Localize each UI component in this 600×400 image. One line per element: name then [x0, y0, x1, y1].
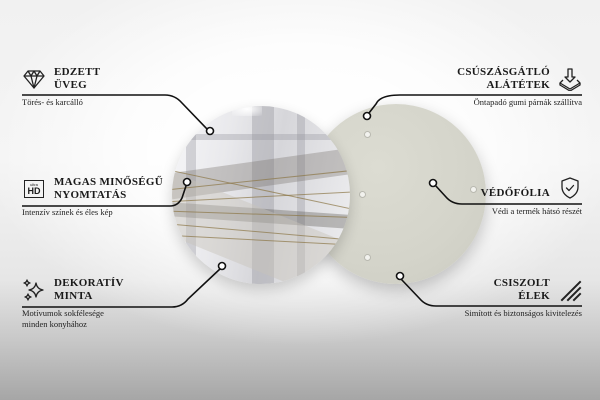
feature-title-line: DEKORATÍV: [54, 277, 124, 289]
feature-description: Simított és biztonságos kivitelezés: [397, 308, 582, 319]
glass-cutting-board-front: [172, 106, 350, 284]
glass-shine: [232, 106, 262, 116]
rubber-pad: [359, 191, 366, 198]
feature-title-line: MINTA: [54, 290, 93, 302]
feature-title-line: NYOMTATÁS: [54, 189, 127, 201]
feature-description-line: Intenzív színek és éles kép: [22, 207, 113, 217]
print-window-frame: [186, 106, 196, 284]
polished-edge-icon: [558, 278, 582, 302]
feature-description-line: Öntapadó gumi párnák szállítva: [473, 97, 582, 107]
feature-decorative-pattern: DEKORATÍV MINTA Motívumok sokfélesége mi…: [22, 277, 212, 330]
sparkles-icon: [22, 278, 46, 302]
shield-check-icon: [558, 176, 582, 200]
feature-description: Védi a termék hátsó részét: [397, 206, 582, 217]
feature-high-quality-print: ultra HD MAGAS MINŐSÉGŰ NYOMTATÁS Intenz…: [22, 176, 212, 218]
print-window-frame: [172, 134, 350, 140]
feature-description: Motívumok sokfélesége minden konyhához: [22, 308, 212, 330]
anti-slip-pad-icon: [558, 67, 582, 91]
feature-description-line: Törés- és karcálló: [22, 97, 83, 107]
ultra-hd-icon: ultra HD: [22, 177, 46, 201]
ultra-hd-icon-small-text: ultra: [30, 181, 38, 187]
feature-anti-slip-pads: CSÚSZÁSGÁTLÓ ALÁTÉTEK Öntapadó gumi párn…: [397, 66, 582, 108]
rubber-pad: [364, 254, 371, 261]
feature-title: DEKORATÍV MINTA: [54, 277, 124, 303]
feature-title-line: ÜVEG: [54, 79, 87, 91]
feature-title-line: ALÁTÉTEK: [486, 79, 550, 91]
feature-description-line: Motívumok sokfélesége: [22, 308, 104, 318]
ultra-hd-icon-large-text: HD: [27, 185, 41, 196]
feature-protective-film: VÉDŐFÓLIA Védi a termék hátsó részét: [397, 176, 582, 217]
feature-title-line: ÉLEK: [518, 290, 550, 302]
feature-tempered-glass: EDZETT ÜVEG Törés- és karcálló: [22, 66, 212, 108]
feature-description: Törés- és karcálló: [22, 97, 212, 108]
feature-title: CSÚSZÁSGÁTLÓ ALÁTÉTEK: [457, 66, 550, 92]
feature-title: CSISZOLT ÉLEK: [494, 277, 550, 303]
feature-title-line: CSISZOLT: [493, 277, 550, 289]
feature-description-line: Simított és biztonságos kivitelezés: [464, 308, 582, 318]
feature-title-line: EDZETT: [54, 66, 101, 78]
feature-title-line: MAGAS MINŐSÉGŰ: [54, 176, 164, 188]
feature-title-line: CSÚSZÁSGÁTLÓ: [457, 66, 550, 78]
feature-title: EDZETT ÜVEG: [54, 66, 100, 92]
feature-polished-edges: CSISZOLT ÉLEK Simított és biztonságos ki…: [397, 277, 582, 319]
feature-description-line: Védi a termék hátsó részét: [491, 206, 582, 216]
diamond-icon: [22, 67, 46, 91]
feature-description: Öntapadó gumi párnák szállítva: [397, 97, 582, 108]
feature-description: Intenzív színek és éles kép: [22, 207, 212, 218]
feature-title: MAGAS MINŐSÉGŰ NYOMTATÁS: [54, 176, 163, 202]
feature-title: VÉDŐFÓLIA: [481, 177, 550, 200]
feature-description-line: minden konyhához: [22, 319, 87, 329]
rubber-pad: [364, 131, 371, 138]
feature-title-line: VÉDŐFÓLIA: [480, 186, 550, 199]
